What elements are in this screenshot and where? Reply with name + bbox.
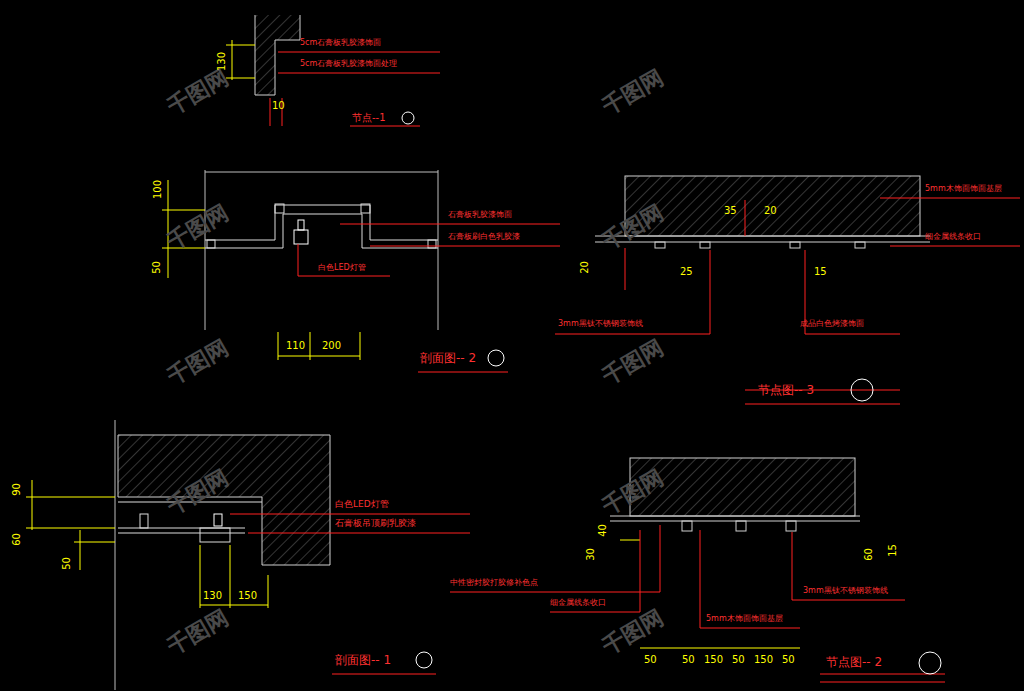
drawing-title: 剖面图-- 2 xyxy=(420,352,476,365)
annotation-text: 细金属线条收口 xyxy=(550,599,606,608)
annotation-text: 石膏板乳胶漆饰面 xyxy=(448,211,512,220)
annotation-text: 石膏板吊顶刷乳胶漆 xyxy=(335,519,416,529)
dimension-number: 130 xyxy=(203,590,222,601)
annotation-text: 5cm石膏板乳胶漆饰面处理 xyxy=(300,60,397,69)
dimension-number: 110 xyxy=(286,340,305,351)
drawing-title: 节点--1 xyxy=(352,112,386,123)
annotation-text: 细金属线条收口 xyxy=(925,233,981,242)
dimension-number: 50 xyxy=(682,654,695,665)
dimension-number: 60 xyxy=(11,533,22,546)
dimension-number: 20 xyxy=(579,261,590,274)
watermark: 千图网 xyxy=(163,605,232,659)
annotation-text: 石膏板刷白色乳胶漆 xyxy=(448,233,520,242)
dimension-number: 40 xyxy=(597,524,608,537)
watermark: 千图网 xyxy=(598,65,667,119)
dimension-number: 90 xyxy=(11,483,22,496)
drawing-title: 剖面图-- 1 xyxy=(335,654,391,667)
drawing-title: 节点图-- 2 xyxy=(826,656,882,669)
watermark: 千图网 xyxy=(163,65,232,119)
dimension-number: 25 xyxy=(680,266,693,277)
dimension-number: 100 xyxy=(152,180,163,199)
dimension-number: 50 xyxy=(151,261,162,274)
dimension-number: 50 xyxy=(732,654,745,665)
dimension-number: 20 xyxy=(764,205,777,216)
dimension-number: 150 xyxy=(238,590,257,601)
dimension-number: 35 xyxy=(724,205,737,216)
dimension-number: 50 xyxy=(782,654,795,665)
dimension-number: 10 xyxy=(272,100,285,111)
annotation-text: 白色LED灯管 xyxy=(318,264,366,273)
dimension-number: 150 xyxy=(754,654,773,665)
annotation-text: 5cm石膏板乳胶漆饰面 xyxy=(300,39,381,48)
watermark: 千图网 xyxy=(163,200,232,254)
annotation-text: 5mm木饰面饰面基层 xyxy=(706,615,783,624)
dimension-number: 200 xyxy=(322,340,341,351)
dimension-number: 30 xyxy=(585,548,596,561)
watermark: 千图网 xyxy=(598,335,667,389)
watermark: 千图网 xyxy=(163,335,232,389)
dimension-number: 50 xyxy=(644,654,657,665)
annotation-text: 中性密封胶打胶修补色点 xyxy=(450,579,538,588)
annotation-text: 成品白色烤漆饰面 xyxy=(800,320,864,329)
annotation-text: 5mm木饰面饰面基层 xyxy=(925,185,1002,194)
dimension-number: 60 xyxy=(863,548,874,561)
annotation-text: 白色LED灯管 xyxy=(335,500,389,510)
dimension-number: 15 xyxy=(814,266,827,277)
dimension-number: 130 xyxy=(216,52,227,71)
watermark: 千图网 xyxy=(598,605,667,659)
annotation-text: 3mm黑钛不锈钢装饰线 xyxy=(803,587,888,596)
annotation-text: 3mm黑钛不锈钢装饰线 xyxy=(558,320,643,329)
dimension-number: 15 xyxy=(887,544,898,557)
drawing-title: 节点图-- 3 xyxy=(758,384,814,397)
dimension-number: 150 xyxy=(704,654,723,665)
dimension-number: 50 xyxy=(61,557,72,570)
